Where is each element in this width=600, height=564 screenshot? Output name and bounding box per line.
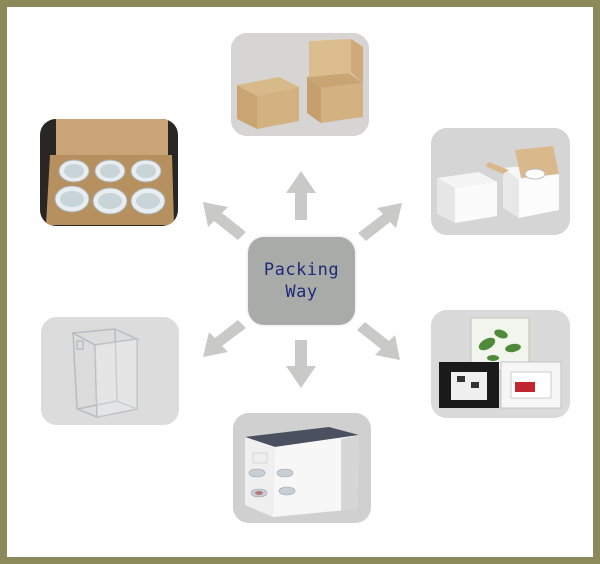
center-label-line1: Packing <box>263 260 340 280</box>
color-gift-box-icon <box>431 310 570 418</box>
arrow-up-left-icon <box>203 202 246 240</box>
center-label-line2: Way <box>285 282 318 302</box>
arrow-down-left-icon <box>203 320 246 357</box>
kraft-box-photo <box>231 33 369 136</box>
packing-way-box: Packing Way <box>248 237 355 325</box>
white-box-photo <box>431 128 570 235</box>
mug-carton-photo <box>40 119 178 226</box>
arrow-up-right-icon <box>358 203 402 241</box>
arrow-down-icon <box>286 340 316 388</box>
printed-carton-icon <box>233 413 371 523</box>
arrow-down-right-icon <box>357 322 400 360</box>
color-boxes-photo <box>431 310 570 418</box>
mug-carton-icon <box>40 119 178 226</box>
pvc-box-photo <box>41 317 179 425</box>
printed-carton-photo <box>233 413 371 523</box>
clear-pvc-box-icon <box>41 317 179 425</box>
white-box-icon <box>431 128 570 235</box>
kraft-box-icon <box>231 33 369 136</box>
arrow-up-icon <box>286 171 316 220</box>
